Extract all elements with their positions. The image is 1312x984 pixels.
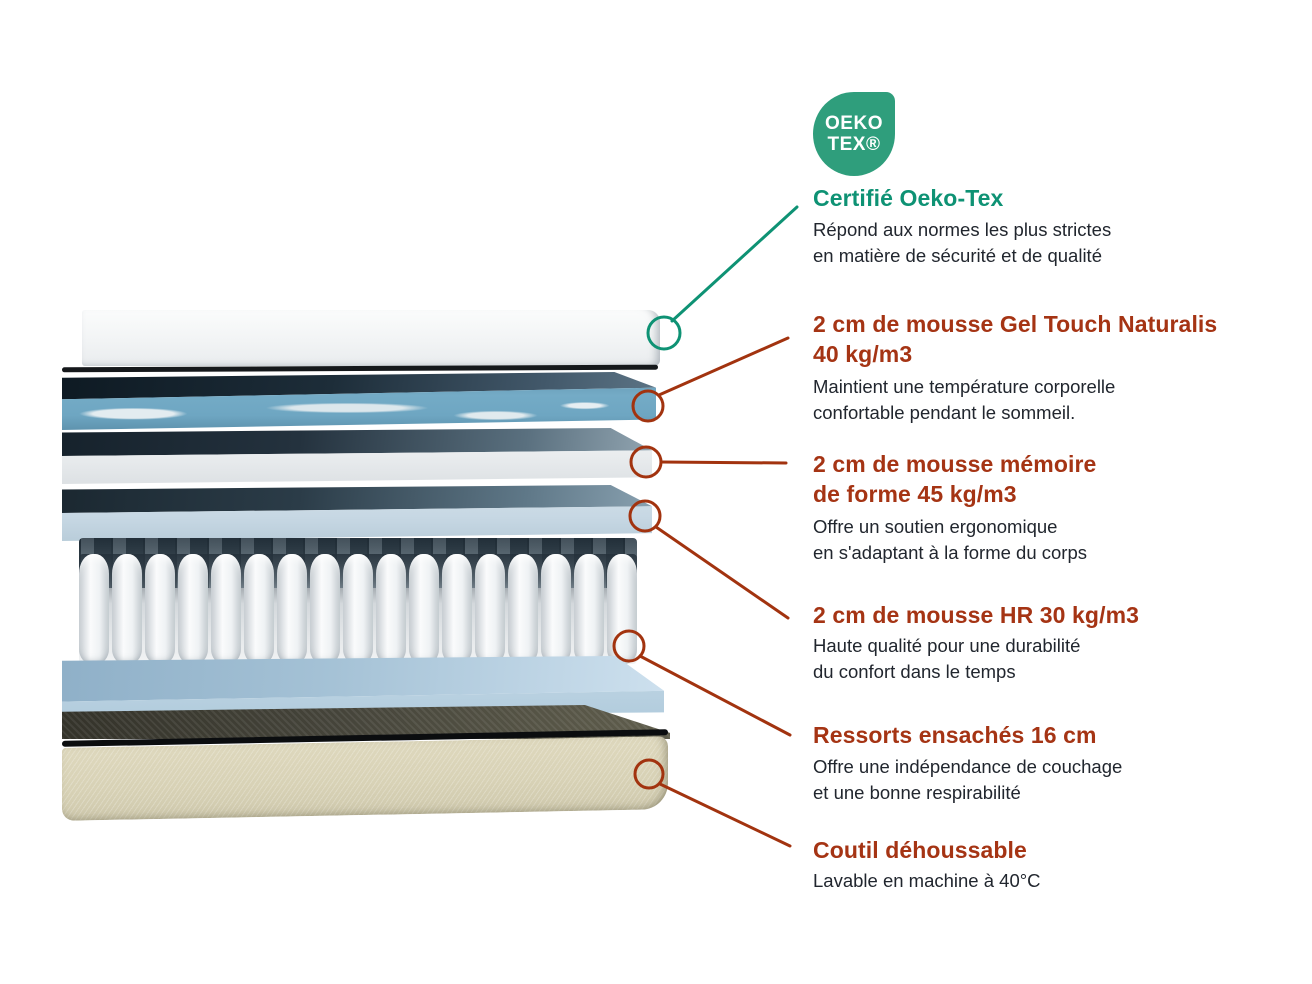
layer-gel-touch-foam: [62, 372, 656, 430]
pocket-spring: [178, 554, 208, 664]
annotation-title-line: Coutil déhoussable: [813, 837, 1027, 863]
annotation-title-line: 2 cm de mousse Gel Touch Naturalis: [813, 311, 1218, 337]
connector-line-coutil: [658, 782, 792, 848]
connector-line-hr: [654, 525, 790, 620]
annotation-desc-line: et une bonne respirabilité: [813, 782, 1021, 803]
springs-front-row: [79, 554, 637, 664]
pocket-spring: [79, 554, 109, 664]
annotation-title-certifie: Certifié Oeko-Tex: [813, 183, 1003, 213]
annotation-title-coutil: Coutil déhoussable: [813, 835, 1027, 865]
annotation-desc-line: du confort dans le temps: [813, 661, 1016, 682]
annotation-title-memoire: 2 cm de mousse mémoire de forme 45 kg/m3: [813, 449, 1096, 509]
annotation-desc-certifie: Répond aux normes les plus strictes en m…: [813, 217, 1111, 269]
memory-foam-front-edge: [62, 450, 652, 484]
annotation-title-line: de forme 45 kg/m3: [813, 481, 1017, 507]
pocket-spring: [475, 554, 505, 664]
connector-line-memoire: [659, 460, 788, 465]
badge-line2: TEX®: [827, 134, 881, 155]
pocket-spring: [409, 554, 439, 664]
annotation-desc-line: Offre une indépendance de couchage: [813, 756, 1123, 777]
connector-line-oeko: [670, 205, 799, 323]
layer-pocket-springs: [79, 538, 637, 664]
pocket-spring: [376, 554, 406, 664]
annotation-desc-line: Offre un soutien ergonomique: [813, 516, 1058, 537]
annotation-title-gel: 2 cm de mousse Gel Touch Naturalis 40 kg…: [813, 309, 1217, 369]
annotation-desc-line: Lavable en machine à 40°C: [813, 870, 1041, 891]
annotation-desc-hr: Haute qualité pour une durabilité du con…: [813, 633, 1080, 685]
pocket-spring: [574, 554, 604, 664]
pocket-spring: [112, 554, 142, 664]
pocket-spring: [211, 554, 241, 664]
pocket-spring: [508, 554, 538, 664]
pocket-spring: [607, 554, 637, 664]
connector-line-gel: [657, 336, 790, 397]
annotation-title-line: 2 cm de mousse HR 30 kg/m3: [813, 602, 1140, 628]
annotation-title-line: 2 cm de mousse mémoire: [813, 451, 1097, 477]
annotation-title-line: Ressorts ensachés 16 cm: [813, 722, 1097, 748]
pocket-spring: [310, 554, 340, 664]
badge-line1: OEKO: [825, 113, 883, 134]
annotation-desc-ressorts: Offre une indépendance de couchage et un…: [813, 754, 1122, 806]
annotation-title-line: 40 kg/m3: [813, 341, 913, 367]
layer-top-cover: [82, 310, 660, 366]
layer-hr-foam: [62, 485, 652, 541]
annotation-desc-line: Répond aux normes les plus strictes: [813, 219, 1112, 240]
oeko-tex-badge: OEKO TEX®: [813, 92, 895, 176]
pocket-spring: [244, 554, 274, 664]
pocket-spring: [277, 554, 307, 664]
pocket-spring: [442, 554, 472, 664]
annotation-desc-gel: Maintient une température corporelle con…: [813, 374, 1115, 426]
annotation-desc-memoire: Offre un soutien ergonomique en s'adapta…: [813, 514, 1087, 566]
annotation-desc-line: Haute qualité pour une durabilité: [813, 635, 1081, 656]
annotation-title-ressorts: Ressorts ensachés 16 cm: [813, 720, 1097, 750]
annotation-desc-coutil: Lavable en machine à 40°C: [813, 868, 1041, 894]
layer-memory-foam: [62, 428, 652, 484]
pocket-spring: [145, 554, 175, 664]
annotation-title-line: Certifié Oeko-Tex: [813, 185, 1004, 211]
oeko-tex-badge-text: OEKO TEX®: [825, 113, 883, 155]
coutil-base-front: [62, 736, 668, 821]
annotation-desc-line: en matière de sécurité et de qualité: [813, 245, 1102, 266]
annotation-desc-line: en s'adaptant à la forme du corps: [813, 542, 1088, 563]
pocket-spring: [541, 554, 571, 664]
annotation-desc-line: confortable pendant le sommeil.: [813, 402, 1076, 423]
pocket-spring: [343, 554, 373, 664]
annotation-title-hr: 2 cm de mousse HR 30 kg/m3: [813, 600, 1139, 630]
annotation-desc-line: Maintient une température corporelle: [813, 376, 1116, 397]
